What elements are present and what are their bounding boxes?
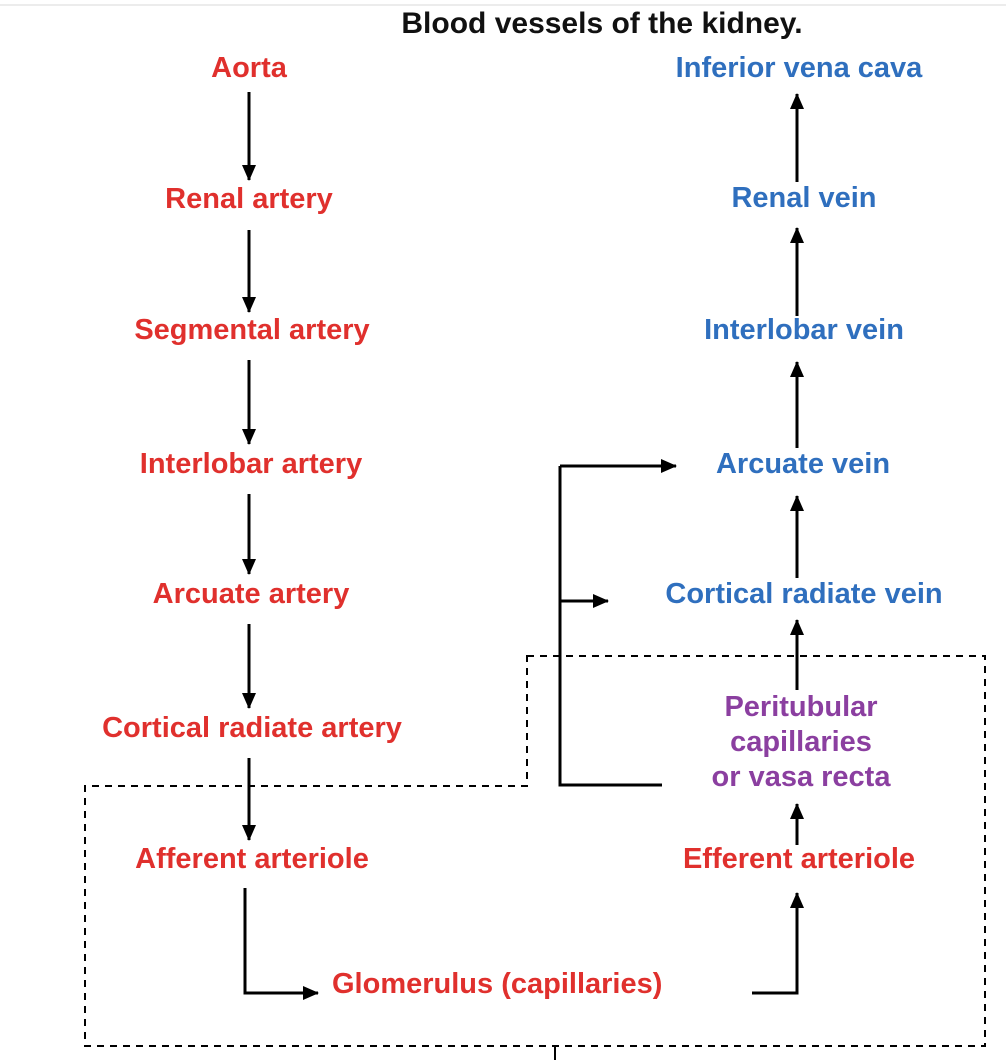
node-interlobar-vein: Interlobar vein xyxy=(704,314,904,346)
arrow-afferent-to-glomerulus xyxy=(243,888,319,1000)
node-peritubular-capillaries: Peritubular capillaries or vasa recta xyxy=(712,690,891,795)
diagram-title: Blood vessels of the kidney. xyxy=(401,7,803,40)
node-arcuate-artery: Arcuate artery xyxy=(152,578,350,610)
node-efferent-arteriole: Efferent arteriole xyxy=(682,843,916,875)
node-interlobar-artery: Interlobar artery xyxy=(139,448,363,480)
peritubular-line-1: Peritubular xyxy=(724,691,878,723)
node-cortical-radiate-artery: Cortical radiate artery xyxy=(102,712,402,744)
node-segmental-artery: Segmental artery xyxy=(134,314,370,346)
node-glomerulus: Glomerulus (capillaries) xyxy=(332,968,663,1000)
node-aorta: Aorta xyxy=(211,52,287,84)
peritubular-line-3: or vasa recta xyxy=(711,761,891,793)
node-inferior-vena-cava: Inferior vena cava xyxy=(675,52,923,84)
peritubular-line-2: capillaries xyxy=(730,726,872,758)
node-renal-artery: Renal artery xyxy=(165,183,333,215)
dashed-boundary xyxy=(84,655,986,1047)
node-afferent-arteriole: Afferent arteriole xyxy=(135,843,369,875)
node-renal-vein: Renal vein xyxy=(731,182,877,214)
node-cortical-radiate-vein: Cortical radiate vein xyxy=(665,578,943,610)
arrow-glomerulus-to-efferent xyxy=(752,892,804,995)
peritubular-drainage-line xyxy=(558,466,662,787)
node-arcuate-vein: Arcuate vein xyxy=(715,448,891,480)
